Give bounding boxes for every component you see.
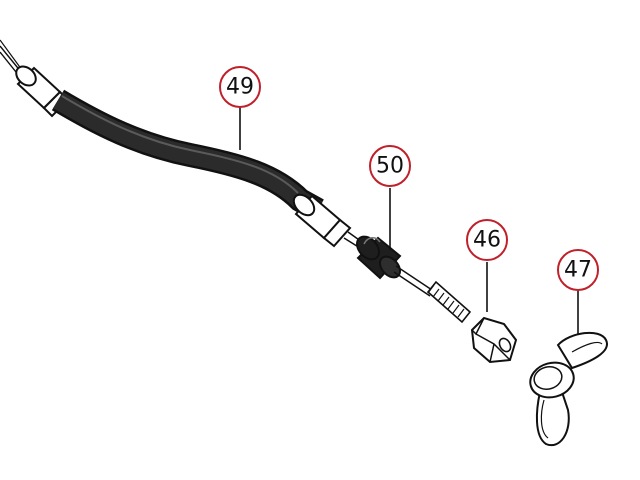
threaded-end (426, 280, 472, 324)
callout-46: 46 (466, 219, 508, 261)
callout-47-label: 47 (564, 258, 592, 283)
callout-49-label: 49 (226, 75, 254, 100)
cable-grommet (356, 235, 402, 280)
callout-50-label: 50 (376, 154, 404, 179)
callout-49: 49 (219, 66, 261, 108)
right-ferrule (292, 193, 352, 248)
hex-nut (470, 316, 518, 364)
cable-sheath (51, 89, 324, 221)
callout-46-label: 46 (473, 228, 501, 253)
callout-50: 50 (369, 145, 411, 187)
wing-nut (529, 331, 608, 447)
callout-47: 47 (557, 249, 599, 291)
leader-lines (239, 106, 579, 334)
inner-wire-end (393, 265, 433, 297)
